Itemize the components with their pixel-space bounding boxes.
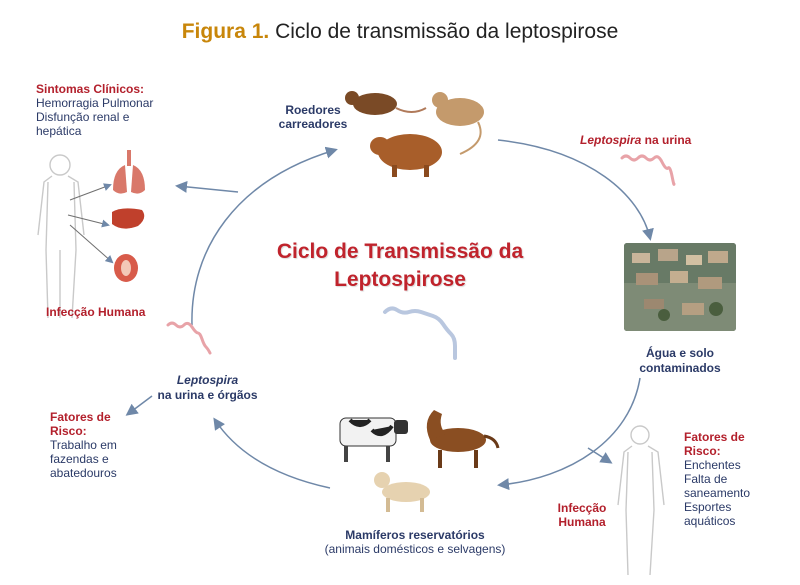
capybara-icon (370, 134, 442, 177)
mammals-label: Mamíferos reservatórios (animais domésti… (300, 528, 530, 556)
risk-left-title: Fatores de Risco: (50, 410, 117, 438)
figure-number: Figura 1. (181, 20, 270, 43)
risk-left-list: Trabalho em fazendas e abatedouros (50, 438, 117, 480)
risk-right-title: Fatores de Risco: (684, 430, 750, 458)
arrow-mammals-to-urine (213, 417, 331, 489)
arrow-urine-to-risk-left (125, 395, 153, 416)
risk-right-title-line1: Fatores de (684, 430, 745, 444)
human-figure-right-icon (617, 425, 665, 576)
horse-icon (426, 410, 500, 468)
leptospira-left-icon (166, 321, 212, 355)
dog-icon (374, 472, 430, 512)
risk-left-item: abatedouros (50, 466, 117, 480)
risk-right-item: aquáticos (684, 514, 736, 528)
rodents-label: Roedores carreadores (268, 103, 358, 131)
cow-icon (339, 417, 408, 462)
risk-factors-right: Fatores de Risco: Enchentes Falta de san… (684, 430, 750, 528)
symptoms-block: Sintomas Clínicos: Hemorragia Pulmonar D… (36, 82, 153, 138)
symptom-item: Disfunção renal e (36, 110, 130, 124)
center-title-line2: Leptospirose (334, 268, 466, 291)
infection-right-line2: Humana (558, 515, 606, 529)
arrow-rodents-to-human (175, 180, 239, 193)
symptom-item: hepática (36, 124, 82, 138)
rat-icon (345, 91, 427, 115)
water-label-line1: Água e solo (645, 346, 714, 360)
symptoms-title: Sintomas Clínicos: (36, 82, 145, 96)
figure-title-text: Ciclo de transmissão da leptospirose (275, 20, 619, 43)
risk-left-item: Trabalho em (50, 438, 117, 452)
cycle-center-title: Ciclo de Transmissão da Leptospirose (250, 238, 550, 294)
leptospira-center-icon (383, 306, 458, 360)
risk-right-item: saneamento (684, 486, 751, 500)
urine-organs-line2: na urina e órgãos (157, 388, 258, 402)
risk-right-title-line2: Risco: (684, 444, 721, 458)
risk-left-title-line1: Fatores de (50, 410, 111, 424)
urine-organs-italic: Leptospira (176, 373, 239, 387)
risk-right-item: Esportes (684, 500, 732, 514)
urine-top-italic: Leptospira (580, 133, 642, 147)
kidney-icon (114, 254, 138, 282)
figure-title: Figura 1. Ciclo de transmissão da leptos… (0, 20, 800, 44)
infection-left-label: Infecção Humana (46, 305, 146, 319)
human-figure-left-icon (37, 154, 85, 319)
arrow-water-to-mammals (497, 377, 641, 491)
risk-right-list: Enchentes Falta de saneamento Esportes a… (684, 458, 750, 528)
arrow-water-to-human-right (587, 447, 613, 464)
water-label-line2: contaminados (639, 361, 721, 375)
mammals-sublabel: (animais domésticos e selvagens) (324, 542, 506, 556)
risk-right-item: Enchentes (684, 458, 741, 472)
arrow-urine-to-human (191, 146, 338, 326)
infection-right-line1: Infecção (557, 501, 607, 515)
flood-photo (624, 243, 736, 331)
symptom-item: Hemorragia Pulmonar (36, 96, 154, 110)
risk-left-title-line2: Risco: (50, 424, 87, 438)
risk-right-item: Falta de (684, 472, 728, 486)
flood-scene-icon (624, 243, 736, 331)
lungs-icon (113, 150, 145, 194)
leptospira-top-icon (620, 154, 676, 186)
risk-factors-left: Fatores de Risco: Trabalho em fazendas e… (50, 410, 117, 480)
mouse-icon (432, 92, 484, 155)
liver-icon (112, 208, 145, 229)
arrow-rodents-to-water (497, 139, 654, 241)
infection-right-label: Infecção Humana (552, 501, 612, 529)
urine-top-label: Leptospira na urina (580, 133, 691, 147)
symptoms-list: Hemorragia Pulmonar Disfunção renal e he… (36, 96, 153, 138)
water-soil-label: Água e solo contaminados (610, 346, 750, 376)
risk-left-item: fazendas e (50, 452, 109, 466)
center-title-line1: Ciclo de Transmissão da (276, 240, 524, 263)
rodents-label-line1: Roedores (285, 103, 341, 117)
mammals-label-text: Mamíferos reservatórios (345, 528, 485, 542)
urine-organs-label: Leptospira na urina e órgãos (140, 373, 275, 403)
urine-top-rest: na urina (641, 133, 692, 147)
rodents-label-line2: carreadores (278, 117, 348, 131)
